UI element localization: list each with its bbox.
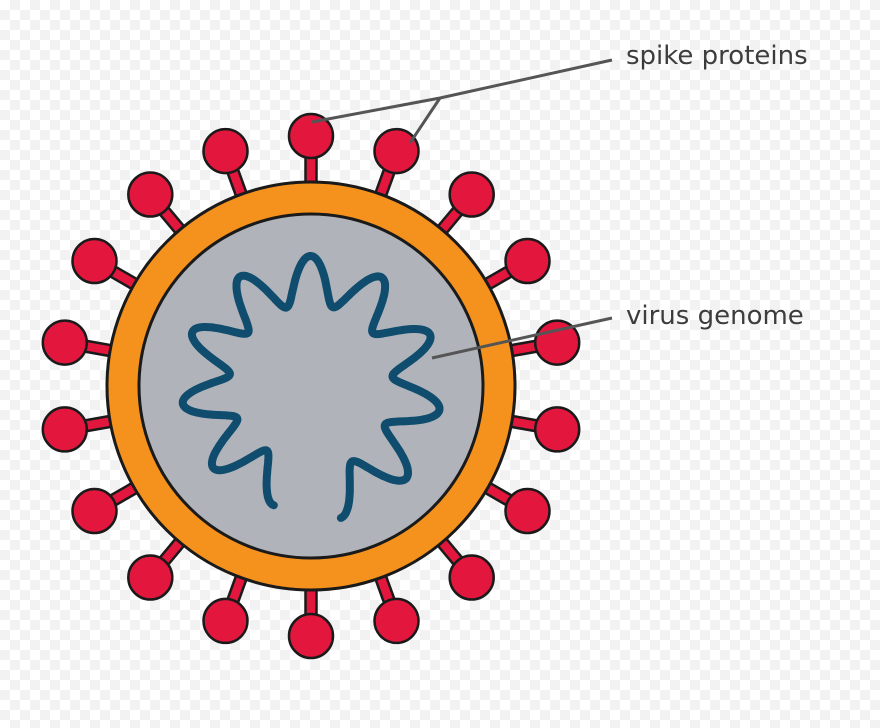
spike-knob — [373, 597, 420, 645]
spike-knob — [41, 406, 89, 453]
spike-knob — [127, 554, 174, 601]
virus-genome-label: virus genome — [626, 301, 804, 331]
spike-callout-line-b — [408, 97, 442, 144]
genome-callout-line — [431, 316, 613, 360]
spike-knob — [533, 406, 581, 453]
spike-protein — [71, 237, 145, 294]
spike-protein — [127, 532, 190, 601]
spike-knob — [448, 171, 495, 218]
spike-callout-line-a — [311, 58, 613, 124]
spike-knob — [71, 487, 118, 535]
spike-knob — [287, 112, 335, 160]
spike-protein — [287, 112, 335, 190]
spike-protein — [432, 532, 495, 601]
spike-protein — [432, 171, 495, 240]
spike-protein — [477, 478, 551, 535]
spike-knob — [373, 127, 420, 175]
spike-proteins-label: spike proteins — [626, 41, 808, 71]
callout-lines — [311, 58, 613, 360]
spike-protein — [202, 127, 251, 204]
spike-knob — [71, 237, 118, 285]
spike-protein — [71, 478, 145, 535]
spike-knob — [504, 237, 551, 285]
spike-knob — [448, 554, 495, 601]
spike-knob — [127, 171, 174, 218]
spike-knob — [504, 487, 551, 535]
spike-protein — [202, 568, 251, 645]
virus-genome-strand — [178, 252, 444, 522]
spike-protein — [371, 568, 420, 645]
spike-protein — [371, 127, 420, 204]
spike-knob — [202, 127, 249, 175]
spike-protein — [287, 582, 335, 660]
spike-protein — [41, 406, 119, 453]
spike-knob — [202, 597, 249, 645]
spike-knob — [287, 612, 335, 660]
spike-knob — [41, 319, 89, 366]
virus-interior — [137, 212, 485, 560]
spike-protein — [41, 319, 119, 366]
spike-protein — [127, 171, 190, 240]
spike-protein — [477, 237, 551, 294]
spike-protein — [503, 406, 581, 453]
